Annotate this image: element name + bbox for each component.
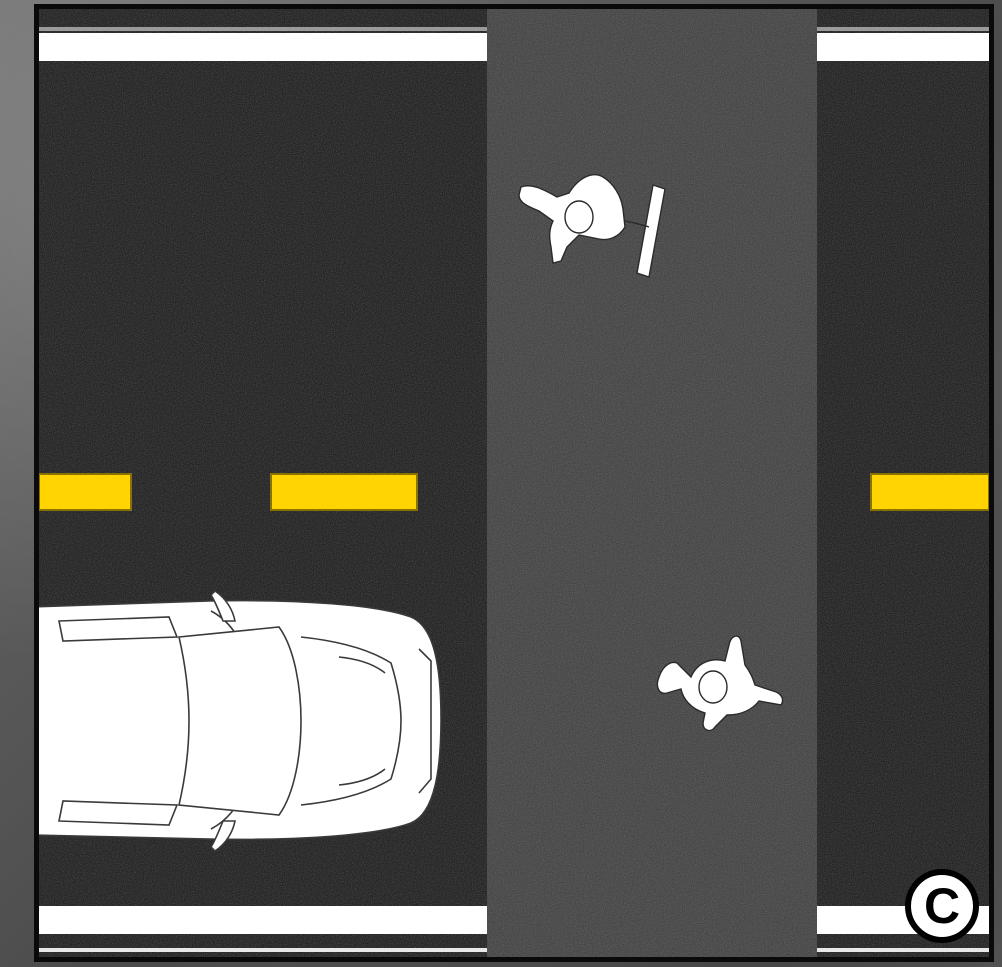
center-dash [39, 474, 131, 510]
bottom-edge-line-left [39, 906, 487, 934]
street-scene [39, 9, 989, 957]
street-diagram-panel: C [34, 4, 994, 962]
panel-label-badge: C [905, 869, 979, 943]
top-edge-line-left [39, 33, 487, 61]
center-dash [271, 474, 417, 510]
center-dash [871, 474, 989, 510]
top-edge-line-right [817, 33, 989, 61]
car-top-view-icon [39, 591, 441, 851]
